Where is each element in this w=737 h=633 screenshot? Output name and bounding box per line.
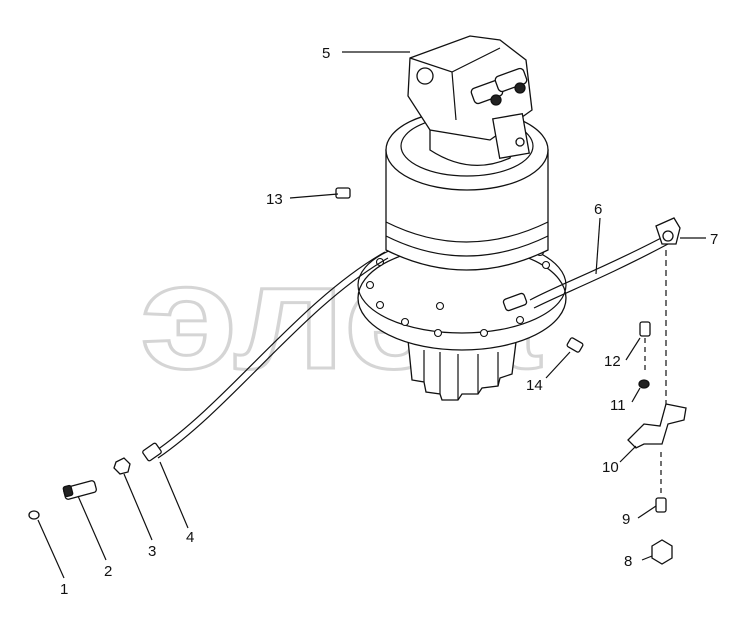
callout-4: 4 xyxy=(186,529,194,546)
fitting-13 xyxy=(335,187,351,199)
callout-11: 11 xyxy=(610,397,626,414)
drain-hose xyxy=(142,251,389,462)
callout-1: 1 xyxy=(60,581,68,598)
valve-block xyxy=(407,35,533,141)
small-parts-left xyxy=(28,457,131,520)
fitting-14 xyxy=(566,337,584,353)
callout-13: 13 xyxy=(266,191,283,208)
callout-14: 14 xyxy=(526,377,543,394)
callout-9: 9 xyxy=(622,511,630,528)
callout-3: 3 xyxy=(148,543,156,560)
callout-8: 8 xyxy=(624,553,632,570)
callout-6: 6 xyxy=(594,201,602,218)
callout-12: 12 xyxy=(604,353,621,370)
hose-6 xyxy=(502,235,669,312)
callout-2: 2 xyxy=(104,563,112,580)
callout-10: 10 xyxy=(602,459,619,476)
callouts: 1 2 3 4 5 6 7 8 9 10 11 12 13 14 xyxy=(60,45,718,598)
pinion-gear xyxy=(407,339,517,401)
clamp-bracket xyxy=(627,403,687,449)
callout-7: 7 xyxy=(710,231,718,248)
elbow-fitting xyxy=(655,217,681,245)
callout-5: 5 xyxy=(322,45,330,62)
leader-lines xyxy=(37,51,706,579)
bracket-assembly xyxy=(627,250,687,565)
swing-motor xyxy=(357,35,567,401)
